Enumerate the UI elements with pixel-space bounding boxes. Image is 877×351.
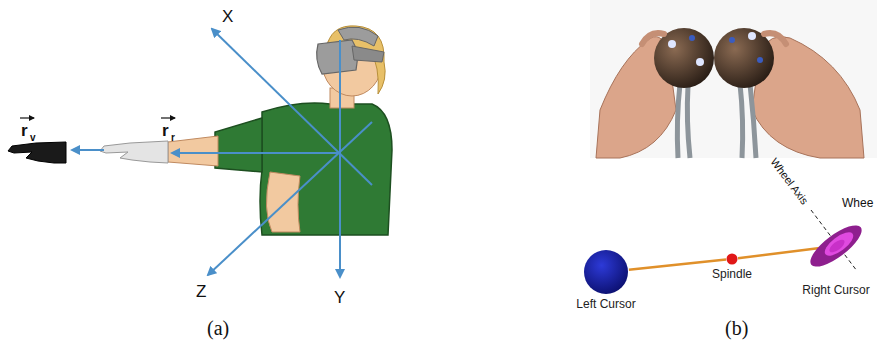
cursor-sphere-shape [583,249,629,295]
axis-label: Y [334,289,345,306]
cursor-label: Spindle [706,267,758,281]
part-label: Whee [842,197,873,209]
axis-label: Z [196,283,206,300]
axis-label: X [222,8,233,25]
vector-subscript: v [30,133,36,143]
vector-symbol: r [21,122,28,139]
cursor-wheel-shape [800,211,872,281]
spindle-line [629,260,726,270]
panel-label: (b) [725,318,748,338]
cursor-sphere: Left Cursor [560,249,652,311]
axis-label: Wheel Axis [768,156,810,206]
cursor-label: Right Cursor [799,283,873,297]
spindle-line [738,248,820,258]
vector-symbol: r [162,122,169,139]
panel-label: (a) [207,318,229,338]
spindle-dot-shape [726,253,738,265]
vector-subscript: r [171,133,175,143]
spindle-dot: Spindle [706,253,758,281]
cursor-wheel: Right Cursor [799,211,873,297]
cursor-label: Left Cursor [560,297,652,311]
